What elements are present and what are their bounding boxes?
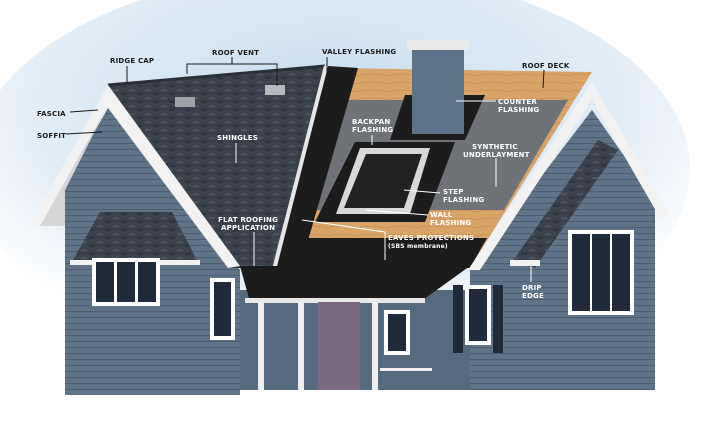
label-valley-flashing: VALLEY FLASHING [322,48,396,56]
label-flat-roofing-application: APPLICATION [221,224,275,232]
chimney [412,48,464,134]
label-ridge-cap: RIDGE CAP [110,57,154,65]
roof-vent-1 [175,97,195,107]
label-eaves-protections: EAVES PROTECTIONS [388,234,474,242]
flat-roof [240,266,470,302]
shutter [493,285,503,353]
label-counter: COUNTER [498,98,537,106]
label-backpan: BACKPAN [352,118,390,126]
porch-columns [258,302,378,390]
label-wall-flashing: FLASHING [430,219,471,227]
label-flat-roofing: FLAT ROOFING [218,216,278,224]
chimney-cap [407,40,469,50]
label-step: STEP [443,188,464,196]
roof-vent-2 [265,85,285,95]
right-dormer-shingles [512,140,618,268]
label-synthetic: SYNTHETIC [472,143,518,151]
porch-railing [380,368,432,371]
label-soffit: SOFFIT [37,132,66,140]
label-sbs-membrane: (SBS membrane) [388,243,448,250]
label-counter-flashing: FLASHING [498,106,539,114]
label-roof-vent: ROOF VENT [212,49,259,57]
left-soffit [40,105,108,226]
label-shingles: SHINGLES [217,134,258,142]
label-drip: DRIP [522,284,542,292]
label-backpan-flashing: FLASHING [352,126,393,134]
skylight-glass [344,154,422,208]
porch-trim [245,298,425,303]
valley-flashing [272,65,328,271]
label-roof-deck: ROOF DECK [522,62,570,70]
main-shingle-roof [108,66,325,268]
window-panes [96,234,630,351]
valley-membrane [272,66,358,268]
ridge-cap [107,64,326,87]
left-dormer-roof [72,212,198,262]
shutter [453,285,463,353]
label-wall: WALL [430,211,453,219]
label-step-flashing: FLASHING [443,196,484,204]
label-fascia: FASCIA [37,110,66,118]
right-wall-siding [470,110,655,390]
drip-edge [510,260,540,266]
leader-lines [65,57,545,282]
label-drip-edge: EDGE [522,292,544,300]
right-gable-trim [468,82,670,270]
label-underlayment: UNDERLAYMENT [463,151,530,159]
front-door [318,302,360,390]
left-gable-fascia [30,85,240,268]
